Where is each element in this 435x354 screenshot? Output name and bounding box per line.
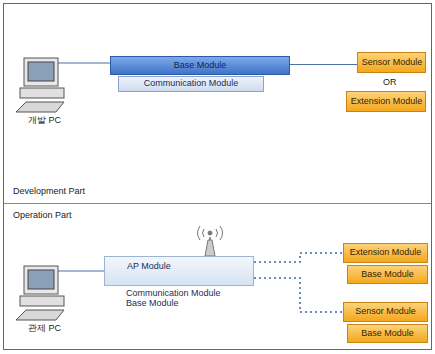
divider-line (4, 203, 432, 204)
pc-icon (16, 266, 64, 320)
communication-module-box: Communication Module (118, 76, 264, 92)
radio-wave (216, 229, 218, 237)
extension-module-box: Extension Module (346, 91, 426, 112)
module-name: AP Module (127, 262, 171, 272)
ap-module-box: AP Module (104, 256, 254, 286)
screen (28, 62, 54, 81)
screen (28, 270, 54, 289)
module-name: Sensor Module (362, 58, 423, 68)
pc-wire (58, 63, 110, 64)
or-label: OR (383, 77, 397, 87)
radio-wave (198, 226, 201, 240)
pc-label: 개발 PC (28, 115, 61, 125)
pc-label: 관제 PC (28, 323, 61, 333)
module-name: Base Module (174, 61, 227, 71)
module-note: Communication Module Base Module (126, 288, 236, 309)
outer-frame (4, 4, 432, 350)
extension-module-box: Extension Module (343, 243, 428, 263)
module-name: Base Module (361, 270, 414, 280)
monitor (24, 266, 58, 294)
pc-case (20, 296, 64, 306)
sensor-module-box: Sensor Module (343, 302, 428, 322)
wireless-link (254, 253, 343, 262)
pc-wire (58, 271, 104, 272)
module-name: Base Module (361, 329, 414, 339)
module-name: Extension Module (351, 97, 423, 107)
radio-wave (220, 226, 223, 240)
keyboard (16, 102, 64, 112)
antenna-tip (208, 231, 212, 235)
pc-case (20, 88, 64, 98)
base-module-box: Base Module (347, 324, 428, 343)
part-heading: Development Part (13, 186, 85, 196)
wireless-link (254, 278, 343, 312)
antenna-symbol (198, 226, 223, 256)
module-name: Sensor Module (355, 307, 416, 317)
module-name: Communication Module (144, 79, 239, 89)
radio-wave (203, 229, 205, 237)
wired-link (290, 64, 357, 65)
antenna-base (205, 240, 215, 256)
module-name: Extension Module (350, 248, 422, 258)
part-heading: Operation Part (13, 210, 72, 220)
base-module-box: Base Module (347, 265, 428, 284)
sensor-module-box: Sensor Module (357, 52, 426, 73)
base-module-box: Base Module (110, 56, 290, 75)
pc-icon (16, 58, 64, 112)
keyboard (16, 310, 64, 320)
monitor (24, 58, 58, 86)
